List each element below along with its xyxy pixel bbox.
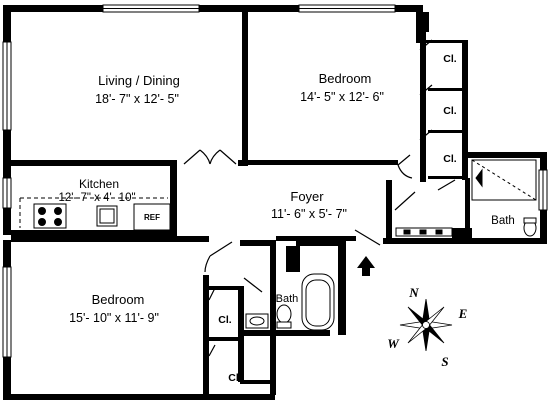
foyer-name: Foyer bbox=[290, 189, 324, 204]
closet-label-1: Cl. bbox=[443, 53, 457, 65]
bedroom-lower-name: Bedroom bbox=[92, 292, 145, 307]
kitchen-dims: 12'- 7" x 4'- 10" bbox=[58, 192, 135, 204]
compass-north: N bbox=[408, 285, 419, 300]
compass-rose-icon bbox=[399, 298, 453, 352]
entry-arrow-icon bbox=[357, 256, 375, 276]
bath-right-fixtures bbox=[395, 159, 537, 237]
compass-east: E bbox=[458, 306, 468, 321]
closet-label-2: Cl. bbox=[443, 105, 457, 117]
living-dining-dims: 18'- 7" x 12'- 5" bbox=[95, 92, 179, 106]
bedroom-lower-dims: 15'- 10" x 11'- 9" bbox=[69, 311, 159, 325]
closet-label-5: Cl. bbox=[228, 372, 242, 384]
living-dining-name: Living / Dining bbox=[98, 73, 180, 88]
compass-south: S bbox=[441, 354, 448, 369]
bedroom-upper-name: Bedroom bbox=[319, 71, 372, 86]
bath-center-name: Bath bbox=[276, 293, 299, 305]
foyer-dims: 11'- 6" x 5'- 7" bbox=[271, 207, 347, 221]
windows bbox=[2, 4, 548, 358]
bath-right-name: Bath bbox=[491, 215, 515, 227]
bath-center-fixtures bbox=[245, 273, 335, 331]
closet-label-3: Cl. bbox=[443, 153, 457, 165]
closet-label-4: Cl. bbox=[218, 314, 232, 326]
refrigerator-label: REF bbox=[144, 213, 160, 222]
bedroom-upper-dims: 14'- 5" x 12'- 6" bbox=[300, 90, 384, 104]
doors bbox=[183, 39, 456, 357]
kitchen-fixtures bbox=[19, 197, 171, 231]
kitchen-name: Kitchen bbox=[79, 177, 119, 191]
compass-west: W bbox=[387, 336, 400, 351]
